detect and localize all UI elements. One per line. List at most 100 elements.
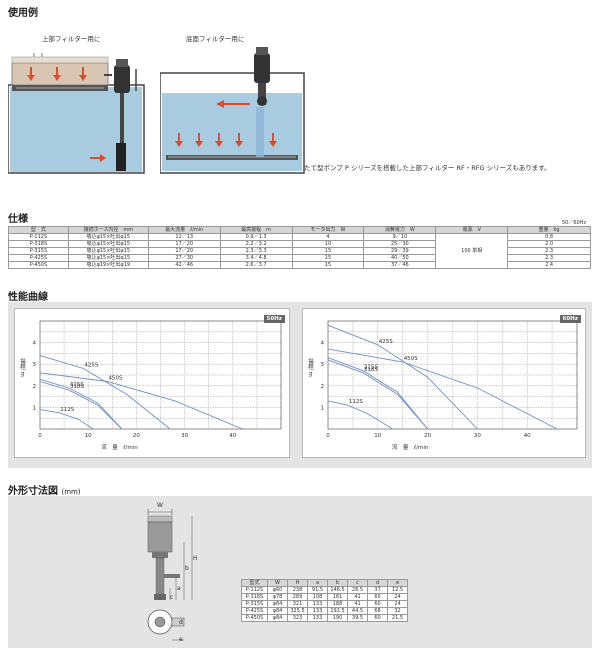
flow-arrows bbox=[27, 67, 106, 162]
x-tick-label: 20 bbox=[424, 433, 431, 439]
x-tick-label: 10 bbox=[85, 433, 92, 439]
dim-cell: 238 bbox=[287, 586, 308, 594]
dimensions-title-text: 外形寸法図 bbox=[8, 486, 58, 497]
dim-cell: 188 bbox=[327, 600, 348, 608]
spec-cell: 3.4／4.8 bbox=[219, 254, 293, 262]
x-tick-label: 40 bbox=[229, 433, 236, 439]
dim-label-d: d bbox=[179, 619, 183, 626]
series-line-450S bbox=[39, 372, 243, 430]
dim-header-b: b bbox=[327, 579, 348, 587]
spec-cell: 15 bbox=[291, 254, 365, 262]
spec-cell: 0.9／1.3 bbox=[219, 233, 293, 241]
dim-cell: 91.5 bbox=[307, 586, 328, 594]
dim-cell: 24 bbox=[387, 593, 408, 601]
dim-cell: φ60 bbox=[267, 586, 288, 594]
spec-cell: 2.2／3.2 bbox=[219, 240, 293, 248]
dim-cell: φ84 bbox=[267, 600, 288, 608]
series-line-315S bbox=[327, 357, 428, 430]
x-tick-label: 0 bbox=[326, 433, 330, 439]
spec-cell: 10 bbox=[291, 240, 365, 248]
dim-cell: P-450S bbox=[241, 614, 268, 622]
dimensions-title: 外形寸法図 (mm) bbox=[8, 482, 81, 497]
spec-cell: 2.3／3.3 bbox=[219, 247, 293, 255]
plot-frame bbox=[327, 320, 578, 430]
spec-cell: 15 bbox=[291, 247, 365, 255]
flow-arrows bbox=[175, 100, 277, 147]
bottom-grid bbox=[166, 155, 298, 160]
dim-cell: 108 bbox=[307, 593, 328, 601]
dim-cell: 192.5 bbox=[327, 607, 348, 615]
series-line-425S bbox=[327, 324, 478, 430]
spec-cell: 吸込φ15×吐出φ15 bbox=[67, 247, 149, 255]
dim-cell: 325.5 bbox=[287, 607, 308, 615]
spec-cell: 吸込φ15×吐出φ15 bbox=[67, 254, 149, 262]
spec-cell: 40／50 bbox=[363, 254, 437, 262]
spec-header-row: 型 式 接続ホース内径 mm 最大流量 ℓ/min 最高揚程 m モータ出力 W… bbox=[8, 226, 591, 234]
tank-wall bbox=[160, 72, 305, 174]
dim-cell: P-425S bbox=[241, 607, 268, 615]
series-label-425S: 425S bbox=[379, 339, 393, 345]
spec-cell: 15 bbox=[291, 261, 365, 269]
spec-cell: 27／30 bbox=[147, 254, 221, 262]
spec-cell: P-315S bbox=[8, 247, 69, 255]
table-row: P-112S 吸込φ15×吐出φ15 11／13 0.9／1.3 4 9／10 … bbox=[8, 233, 591, 269]
dim-cell: 181 bbox=[327, 593, 348, 601]
dim-cell: φ84 bbox=[267, 614, 288, 622]
top-filter-illustration bbox=[8, 53, 145, 174]
dim-cell: P-112S bbox=[241, 586, 268, 594]
dim-header-e: e bbox=[387, 579, 408, 587]
y-tick-label: 2 bbox=[33, 384, 37, 390]
dim-label-b: b bbox=[185, 565, 189, 572]
x-tick-label: 20 bbox=[133, 433, 140, 439]
spec-cell: 9／10 bbox=[363, 233, 437, 241]
y-tick-label: 1 bbox=[321, 405, 325, 411]
spec-header-flow: 最大流量 ℓ/min bbox=[147, 226, 221, 234]
series-label-450S: 450S bbox=[404, 356, 418, 362]
dim-cell: 190 bbox=[327, 614, 348, 622]
y-axis-label: 揚程 m bbox=[19, 358, 26, 377]
dim-label-a: a bbox=[177, 585, 181, 592]
spec-cell: 0.8 bbox=[507, 233, 591, 241]
spec-header-power: 消費電力 W bbox=[363, 226, 437, 234]
y-tick-label: 2 bbox=[321, 384, 325, 390]
dim-cell: 321 bbox=[287, 600, 308, 608]
spec-freq-note: 50／60Hz bbox=[562, 220, 587, 226]
series-line-318S bbox=[39, 381, 123, 430]
dim-cell: 133 bbox=[307, 600, 328, 608]
spec-cell: 4 bbox=[291, 233, 365, 241]
dim-cell: 133 bbox=[307, 607, 328, 615]
table-row: P-450S 吸込φ19×吐出φ19 42／46 2.6／3.7 15 37／4… bbox=[8, 261, 591, 269]
x-tick-label: 30 bbox=[181, 433, 188, 439]
filter-box bbox=[11, 62, 109, 86]
dim-cell: 41 bbox=[347, 600, 368, 608]
dim-header-row: 型式 W H a b c d e bbox=[241, 579, 408, 587]
dim-label-h: H bbox=[193, 555, 198, 562]
dim-cell: 60 bbox=[367, 593, 388, 601]
spec-cell: P-450S bbox=[8, 261, 69, 269]
spec-header-head: 最高揚程 m bbox=[219, 226, 293, 234]
series-line-112S bbox=[327, 400, 393, 430]
x-tick-label: 40 bbox=[524, 433, 531, 439]
pump-motor bbox=[254, 53, 270, 83]
plot-frame bbox=[39, 320, 282, 430]
dim-header-w: W bbox=[267, 579, 288, 587]
motor-body bbox=[147, 521, 173, 553]
spec-header-weight: 重量 kg bbox=[507, 226, 591, 234]
dim-cell: 39.5 bbox=[347, 614, 368, 622]
x-axis-label: 流 量 ℓ/min bbox=[101, 443, 138, 451]
series-label-450S: 450S bbox=[108, 375, 122, 381]
spec-cell: 吸込φ15×吐出φ15 bbox=[67, 233, 149, 241]
dim-cell: 37 bbox=[367, 586, 388, 594]
chart-60hz-tag: 60Hz bbox=[559, 315, 581, 323]
spec-cell: 2.3 bbox=[507, 247, 591, 255]
dim-cell: 60 bbox=[367, 600, 388, 608]
spec-cell: P-425S bbox=[8, 254, 69, 262]
series-label-315S: 315S bbox=[70, 382, 84, 388]
series-label-112S: 112S bbox=[60, 407, 74, 413]
x-axis-label: 流 量 ℓ/min bbox=[392, 443, 429, 451]
